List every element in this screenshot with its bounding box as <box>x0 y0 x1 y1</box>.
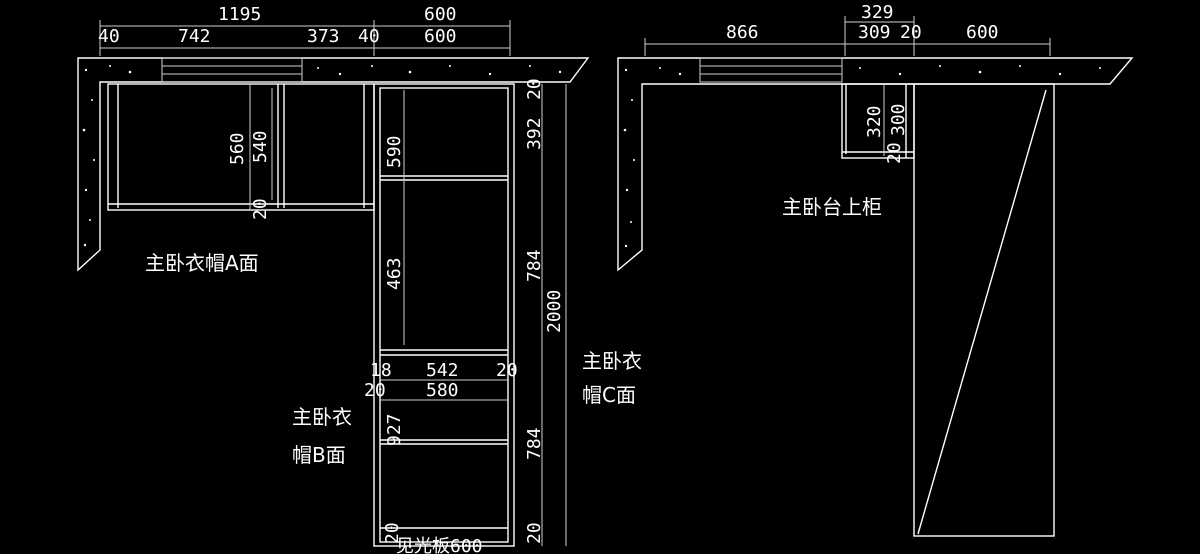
dim-20-top: 20 <box>524 78 545 100</box>
right-dimension-lines <box>644 16 1051 156</box>
dim-560: 560 <box>227 132 248 165</box>
dim-600-b: 600 <box>424 26 457 47</box>
dim-300: 300 <box>888 103 909 136</box>
dim-329: 329 <box>861 2 894 23</box>
label-a-face: 主卧衣帽A面 <box>145 251 259 275</box>
dim-927: 927 <box>384 413 405 446</box>
dim-542: 542 <box>426 360 459 381</box>
dim-1195: 1195 <box>218 4 261 25</box>
right-wall <box>617 57 1134 272</box>
dim-20-a: 20 <box>250 198 271 220</box>
dim-540: 540 <box>250 130 271 163</box>
dim-20-r: 20 <box>900 22 922 43</box>
dim-600-r: 600 <box>966 22 999 43</box>
dim-373: 373 <box>307 26 340 47</box>
dim-18: 18 <box>370 360 392 381</box>
label-c-face-line2: 帽C面 <box>582 383 636 407</box>
dim-742: 742 <box>178 26 211 47</box>
dim-20-bot: 20 <box>524 522 545 544</box>
dim-20-r2: 20 <box>884 142 905 164</box>
dim-600-top: 600 <box>424 4 457 25</box>
dim-463: 463 <box>384 257 405 290</box>
left-dimension-lines <box>99 20 567 546</box>
dim-392: 392 <box>524 117 545 150</box>
dim-309: 309 <box>858 22 891 43</box>
dim-20-c: 20 <box>364 380 386 401</box>
dim-580: 580 <box>426 380 459 401</box>
dim-40-b: 40 <box>358 26 380 47</box>
dim-2000: 2000 <box>544 290 565 333</box>
dim-320: 320 <box>864 105 885 138</box>
left-wall <box>77 57 590 272</box>
side-panel <box>913 83 1055 537</box>
dim-20-b: 20 <box>496 360 518 381</box>
label-b-face-line2: 帽B面 <box>292 443 346 467</box>
dim-20-bot2: 20 <box>382 522 403 544</box>
label-b-face-line1: 主卧衣 <box>292 405 352 429</box>
dim-40-a: 40 <box>98 26 120 47</box>
label-desk-cabinet: 主卧台上柜 <box>782 195 882 219</box>
label-c-face-line1: 主卧衣 <box>582 349 642 373</box>
dim-866: 866 <box>726 22 759 43</box>
cabinet-c <box>373 83 515 547</box>
dim-784-a: 784 <box>524 249 545 282</box>
label-light-board: 见光板600 <box>396 536 483 554</box>
dim-784-b: 784 <box>524 427 545 460</box>
dim-590: 590 <box>384 135 405 168</box>
